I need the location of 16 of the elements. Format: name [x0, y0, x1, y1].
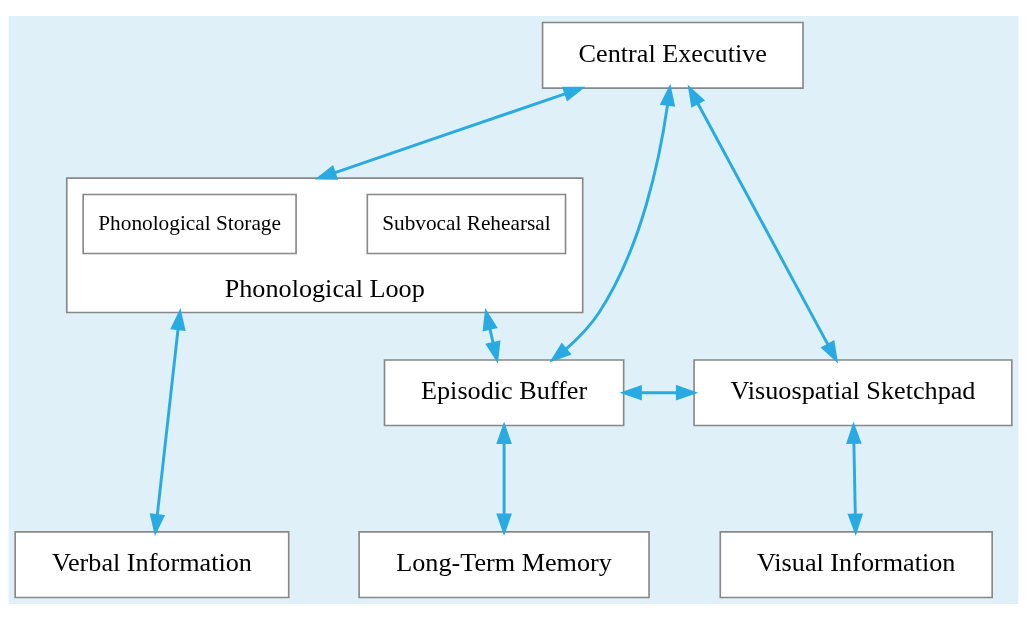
arrow — [846, 421, 864, 536]
arrow — [619, 384, 699, 401]
node-box: Verbal Information — [14, 530, 290, 598]
node-box: Subvocal Rehearsal — [366, 193, 567, 254]
arrow — [149, 307, 186, 536]
node-box: Visuospatial Sketchpad — [693, 358, 1013, 426]
arrow — [687, 83, 839, 363]
arrow — [482, 307, 501, 364]
node-box: Phonological Storage — [82, 193, 297, 254]
node-box: Episodic Buffer — [383, 358, 625, 426]
node-box: Visual Information — [719, 530, 993, 598]
node-box: Long-Term Memory — [358, 530, 650, 598]
arrow — [549, 83, 676, 363]
node-box: Central Executive — [541, 21, 804, 89]
arrow — [496, 421, 512, 536]
arrow — [314, 86, 586, 180]
